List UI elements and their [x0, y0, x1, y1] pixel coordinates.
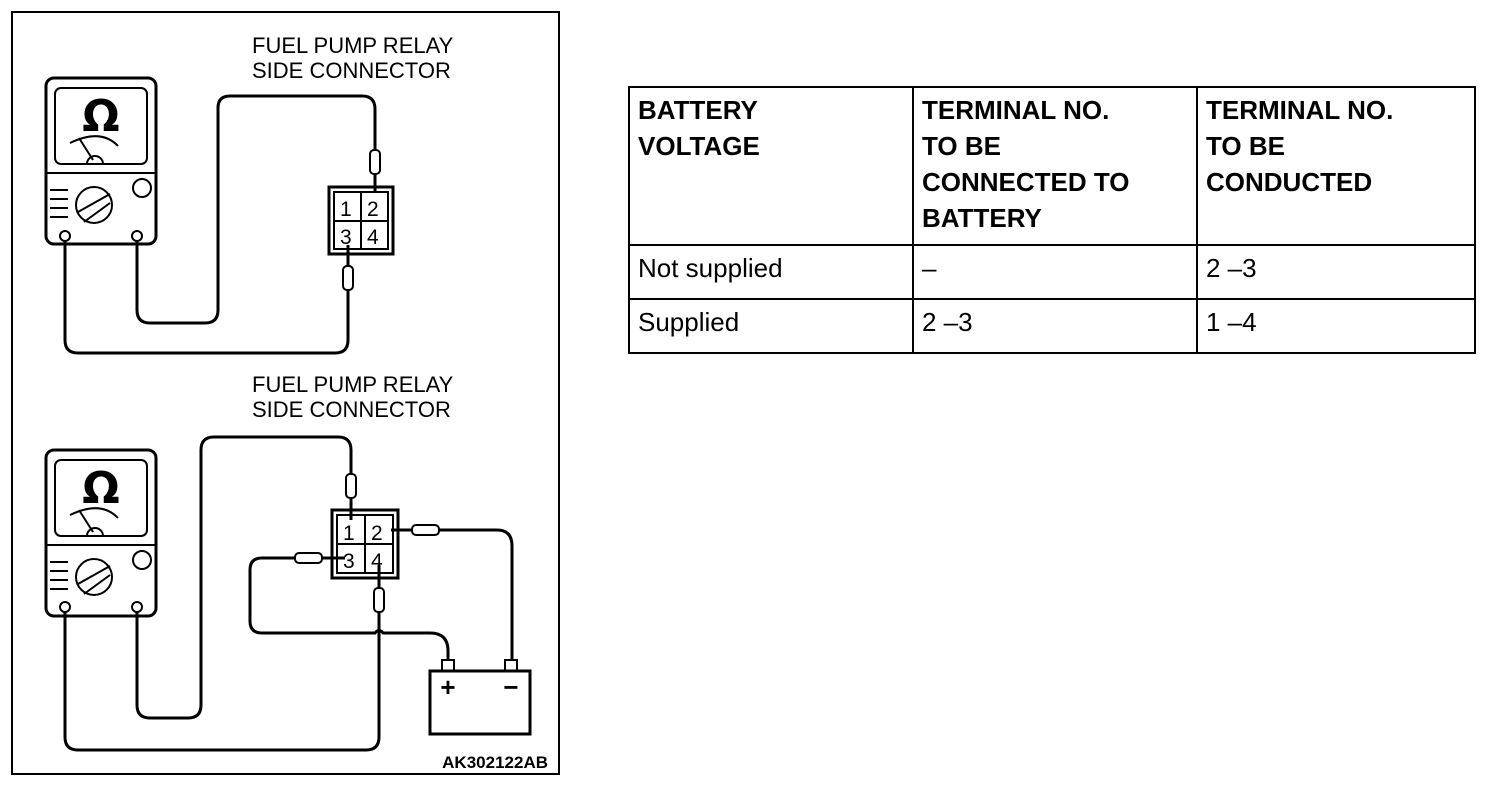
- battery-icon: + −: [428, 659, 532, 736]
- terminal-2: 2: [371, 522, 383, 545]
- ohmmeter-icon: Ω: [44, 76, 158, 246]
- cell-battery-voltage: Not supplied: [628, 244, 914, 300]
- cell-terminal-connected: –: [912, 244, 1198, 300]
- figure-code: AK302122AB: [442, 753, 548, 772]
- selector-dial-icon: [50, 186, 113, 224]
- terminal-1: 1: [343, 522, 355, 545]
- ohm-symbol: Ω: [82, 91, 119, 142]
- terminal-3: 3: [343, 550, 355, 573]
- table-row: Not supplied – 2 –3: [628, 244, 1476, 300]
- terminal-check-table: BATTERY VOLTAGE TERMINAL NO. TO BE CONNE…: [628, 86, 1476, 354]
- bottom-relay-connector: 1 2 3 4: [330, 508, 400, 580]
- top-diagram: FUEL PUMP RELAY SIDE CONNECTOR Ω: [44, 33, 454, 355]
- table-row: Supplied 2 –3 1 –4: [628, 298, 1476, 354]
- bottom-connector-label-line1: FUEL PUMP RELAY: [252, 372, 454, 397]
- cell-terminal-connected: 2 –3: [912, 298, 1198, 354]
- top-connector-label-line2: SIDE CONNECTOR: [252, 58, 451, 83]
- cell-terminal-conducted: 2 –3: [1196, 244, 1476, 300]
- battery-minus-sign: −: [503, 672, 518, 702]
- battery-plus-sign: +: [440, 672, 455, 702]
- terminal-4: 4: [367, 226, 379, 249]
- header-terminal-connected: TERMINAL NO. TO BE CONNECTED TO BATTERY: [912, 86, 1198, 246]
- selector-dial-icon: [50, 558, 113, 596]
- terminal-3: 3: [340, 226, 352, 249]
- top-connector-label-line1: FUEL PUMP RELAY: [252, 33, 454, 58]
- bottom-connector-label-line2: SIDE CONNECTOR: [252, 397, 451, 422]
- diagram-frame: [11, 11, 560, 775]
- header-terminal-conducted: TERMINAL NO. TO BE CONDUCTED: [1196, 86, 1476, 246]
- bottom-diagram: FUEL PUMP RELAY SIDE CONNECTOR Ω: [44, 372, 532, 752]
- table-header-row: BATTERY VOLTAGE TERMINAL NO. TO BE CONNE…: [628, 86, 1476, 246]
- cell-terminal-conducted: 1 –4: [1196, 298, 1476, 354]
- terminal-1: 1: [340, 198, 352, 221]
- terminal-2: 2: [367, 198, 379, 221]
- header-battery-voltage: BATTERY VOLTAGE: [628, 86, 914, 246]
- terminal-4: 4: [371, 550, 383, 573]
- ohmmeter-icon: Ω: [44, 448, 158, 618]
- ohm-symbol: Ω: [82, 463, 119, 514]
- cell-battery-voltage: Supplied: [628, 298, 914, 354]
- top-relay-connector: 1 2 3 4: [327, 185, 395, 256]
